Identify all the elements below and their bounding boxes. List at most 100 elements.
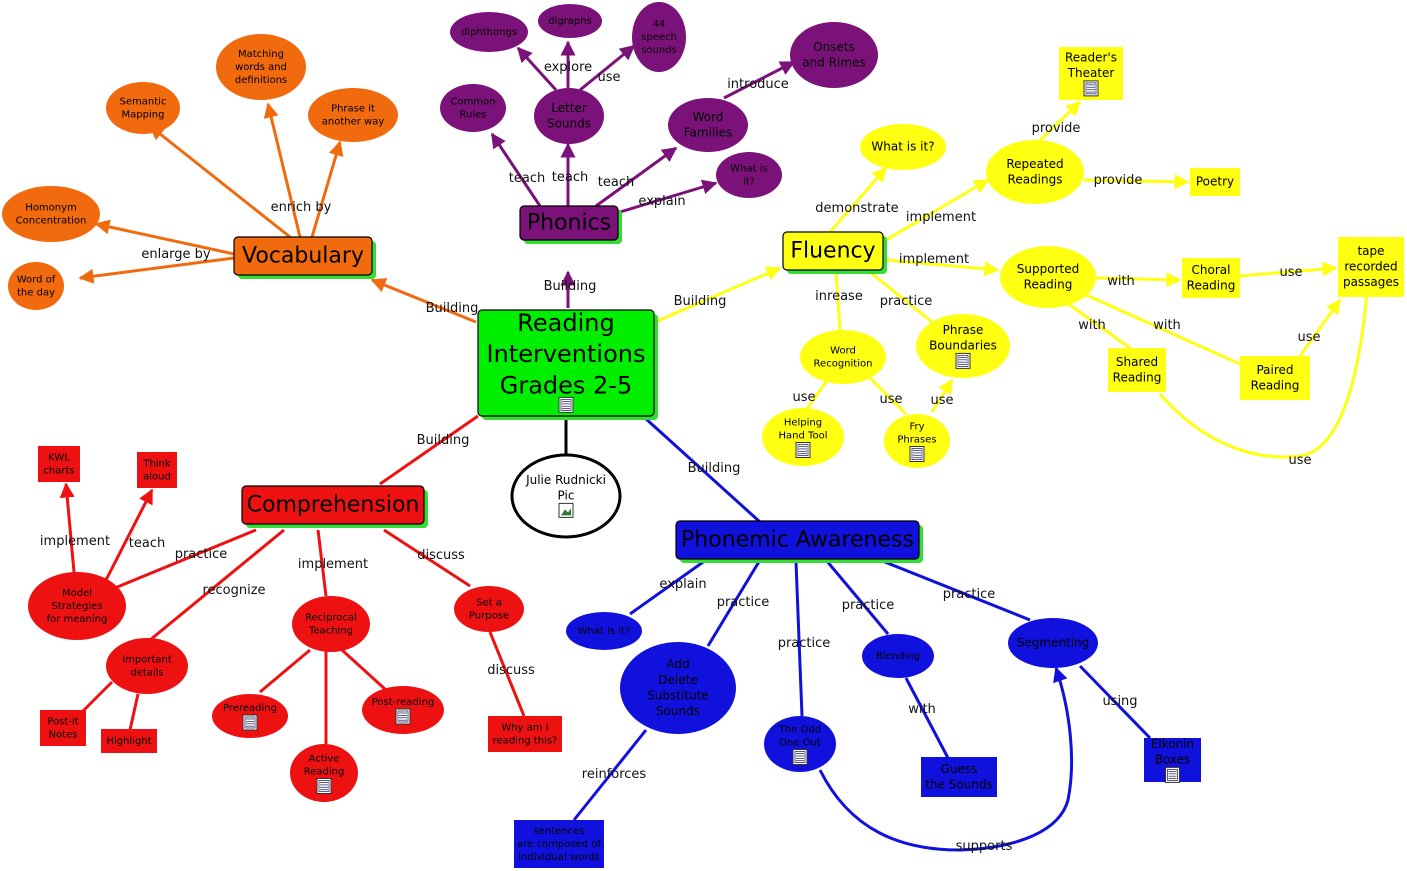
node-segmenting[interactable]: Segmenting bbox=[1008, 618, 1098, 668]
node-diphthongs[interactable]: diphthongs bbox=[450, 12, 528, 52]
node-postreading[interactable]: Post-reading bbox=[362, 686, 444, 734]
node-label: definitions bbox=[235, 75, 287, 86]
image-icon[interactable] bbox=[558, 502, 574, 518]
node-whatpa[interactable]: What is it? bbox=[566, 612, 642, 650]
document-icon[interactable] bbox=[955, 352, 971, 369]
node-digraphs[interactable]: digraphs bbox=[538, 4, 602, 38]
link-label: reinforces bbox=[582, 767, 647, 782]
node-whatfl[interactable]: What is it? bbox=[860, 124, 946, 170]
node-label: for meaning bbox=[47, 614, 108, 625]
edge-fluency-phraseb bbox=[869, 270, 933, 324]
node-label: Purpose bbox=[469, 611, 509, 622]
document-icon[interactable] bbox=[242, 714, 258, 731]
node-fluency[interactable]: Fluency bbox=[782, 231, 887, 274]
document-icon[interactable] bbox=[1083, 80, 1099, 97]
edge-vocab-matching bbox=[263, 102, 302, 238]
node-vocabulary[interactable]: Vocabulary bbox=[233, 236, 376, 279]
edge-supported-shared bbox=[1059, 296, 1131, 350]
node-phonemic[interactable]: Phonemic Awareness bbox=[675, 520, 923, 563]
node-blending[interactable]: Blending bbox=[862, 634, 934, 678]
node-label: Guess bbox=[941, 762, 978, 776]
link-label: use bbox=[1288, 453, 1311, 468]
document-icon[interactable] bbox=[909, 446, 925, 462]
edge-center-phonemic bbox=[643, 416, 762, 524]
node-poetry[interactable]: Poetry bbox=[1190, 168, 1240, 196]
node-label: Active bbox=[309, 754, 340, 765]
document-icon[interactable] bbox=[316, 778, 332, 794]
node-label: digraphs bbox=[548, 16, 592, 27]
node-label: Reading bbox=[517, 309, 614, 337]
edge-comp-purpose bbox=[383, 528, 471, 588]
node-comprehension[interactable]: Comprehension bbox=[241, 485, 428, 528]
link-label: Building bbox=[688, 461, 741, 476]
node-phonics[interactable]: Phonics bbox=[519, 205, 622, 244]
edge-shared-tape bbox=[1158, 278, 1375, 459]
link-label: with bbox=[1153, 318, 1181, 333]
node-label: Homonym bbox=[25, 203, 77, 214]
node-prereading[interactable]: Prereading bbox=[212, 694, 288, 738]
link-label: with bbox=[1107, 274, 1135, 289]
node-label: individual words bbox=[518, 852, 600, 863]
document-icon[interactable] bbox=[795, 442, 811, 458]
node-label: Prereading bbox=[223, 703, 277, 714]
edge-fluency-repeated bbox=[885, 178, 990, 242]
node-label: Readings bbox=[1008, 172, 1063, 186]
link-label: practice bbox=[778, 636, 831, 651]
link-label: recognize bbox=[202, 583, 265, 598]
node-label: Interventions bbox=[487, 340, 646, 368]
node-label: Matching bbox=[238, 49, 284, 60]
document-icon[interactable] bbox=[792, 749, 808, 765]
node-highlight[interactable]: Highlight bbox=[101, 729, 157, 753]
document-icon[interactable] bbox=[558, 396, 574, 413]
node-label: Why am I bbox=[501, 723, 548, 734]
edge-center-fluency bbox=[654, 266, 782, 324]
link-label: using bbox=[1102, 694, 1137, 709]
edge-pa-blending bbox=[824, 559, 890, 635]
node-label: Sounds bbox=[656, 704, 700, 718]
edge-model-kwl bbox=[59, 482, 76, 573]
document-icon[interactable] bbox=[395, 708, 411, 725]
node-label: Phonics bbox=[527, 211, 611, 236]
document-icon[interactable] bbox=[1165, 766, 1180, 783]
link-label: implement bbox=[40, 534, 110, 549]
link-label: practice bbox=[717, 595, 770, 610]
